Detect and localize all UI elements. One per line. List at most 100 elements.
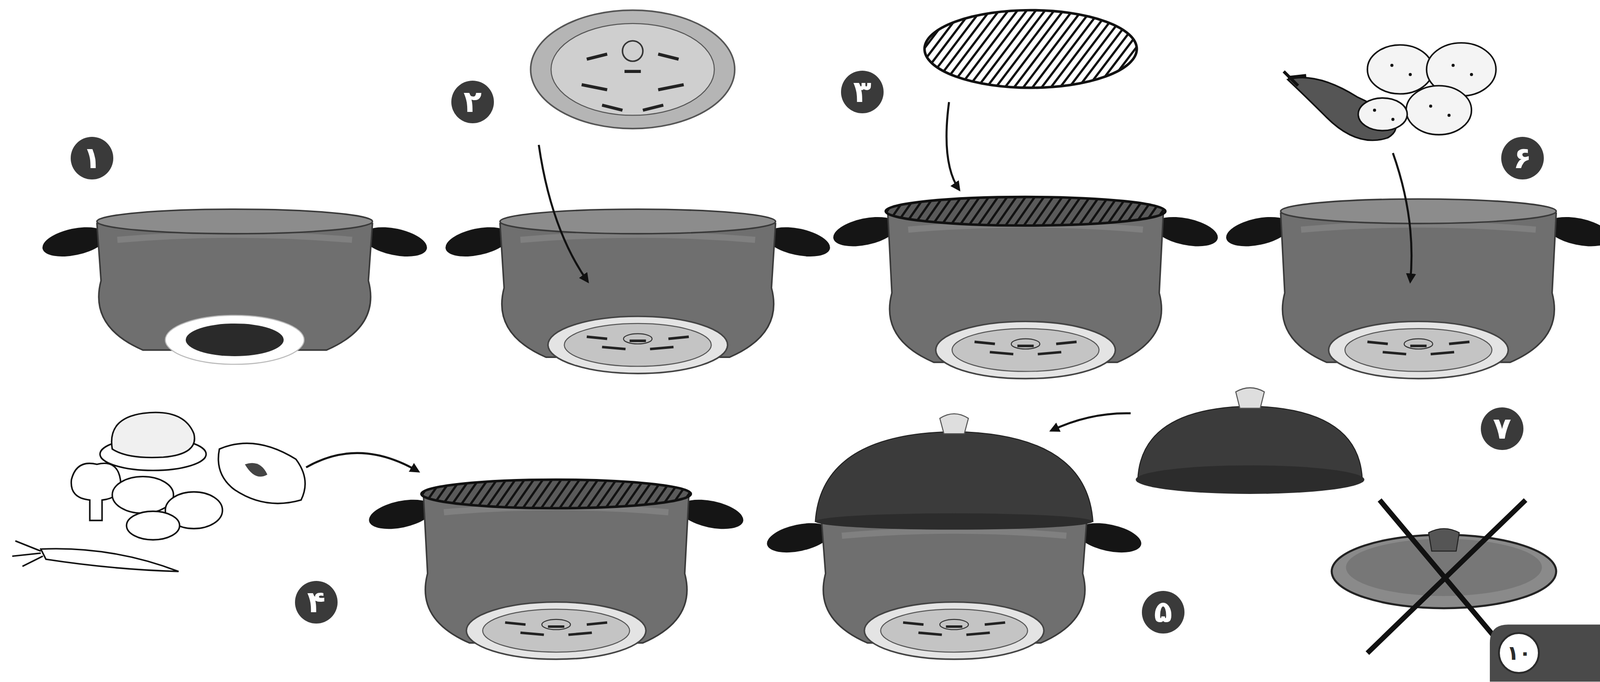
diffuser-slot xyxy=(547,625,565,629)
cross-line xyxy=(1379,499,1509,653)
diffuser-slot xyxy=(642,105,664,111)
diffuser-slot xyxy=(974,341,996,344)
grill-bar xyxy=(1186,8,1249,90)
diffuser-center xyxy=(1011,338,1040,350)
diffuser-slot xyxy=(1037,352,1062,355)
diffuser-slot xyxy=(581,84,608,90)
grill-illustration xyxy=(846,8,1267,90)
dome-knob xyxy=(1235,387,1265,409)
potato-eye xyxy=(1469,72,1474,77)
diffuser-slot xyxy=(602,347,626,350)
diffuser-slot xyxy=(918,632,943,635)
diffuser-slot xyxy=(1449,341,1470,344)
grill-bar xyxy=(1003,8,1066,90)
grill-bar xyxy=(1058,8,1121,90)
dome-rim xyxy=(815,513,1093,530)
pot xyxy=(366,477,746,660)
potato-eye xyxy=(1447,113,1451,117)
callout-number: ۱ xyxy=(70,136,114,180)
potato-eye xyxy=(1429,104,1433,108)
chicken xyxy=(111,412,195,458)
grill-bar xyxy=(1039,8,1103,90)
diffuser-slot xyxy=(984,622,1006,625)
step-arrow xyxy=(538,145,588,282)
grill-bar xyxy=(1122,8,1185,90)
diffuser-center xyxy=(939,619,969,630)
potato xyxy=(1358,97,1407,131)
diffuser-inner xyxy=(952,328,1099,372)
diffuser-plate xyxy=(466,602,646,660)
diffuser-slot xyxy=(520,632,545,635)
diffuser-center xyxy=(541,619,571,630)
potato xyxy=(112,476,174,514)
diffuser-slot xyxy=(586,622,608,625)
callout-number-text: ۷ xyxy=(1493,413,1512,444)
grill-bar xyxy=(966,8,1029,90)
diffuser-hub xyxy=(622,40,643,62)
diffuser-plate xyxy=(935,321,1116,379)
diffuser-plate xyxy=(864,602,1044,660)
pot-rim xyxy=(499,209,776,234)
grill-bar xyxy=(1012,8,1075,90)
callout-number: ۴ xyxy=(294,580,338,624)
pot xyxy=(830,194,1221,379)
glass-lid-knob xyxy=(1428,528,1460,552)
food xyxy=(12,412,305,572)
steak xyxy=(218,443,305,504)
diffuser-slot xyxy=(505,622,526,625)
pot-body xyxy=(887,207,1164,363)
grill-bar xyxy=(1205,8,1268,90)
callout-number-text: ۲ xyxy=(463,87,482,117)
grill-bar xyxy=(705,477,728,511)
pot-shade xyxy=(841,530,1067,536)
grill-bar xyxy=(857,194,880,228)
callout-number: ۶ xyxy=(1501,136,1544,180)
potato-eye xyxy=(1390,63,1394,68)
grill-bars xyxy=(392,477,738,511)
callout-number-text: ۵ xyxy=(1154,597,1173,628)
grill-bar xyxy=(1150,8,1213,90)
potato xyxy=(1406,85,1472,135)
diffuser-slot xyxy=(629,339,646,343)
eggplant-stem xyxy=(1283,71,1307,87)
grill-bar xyxy=(920,8,983,90)
grill-bar xyxy=(902,8,965,90)
grill-bar xyxy=(1178,194,1202,228)
grill-ground xyxy=(421,479,692,508)
diffuser-plate xyxy=(530,10,735,129)
pot-shade xyxy=(1300,224,1536,230)
grill-bar xyxy=(1150,194,1174,228)
diffuser-slot xyxy=(586,336,608,339)
diffuser-plate xyxy=(547,316,728,374)
grill-bar xyxy=(1104,8,1167,90)
dome-lid xyxy=(815,431,1093,522)
callout-number-text: ۶ xyxy=(1513,143,1532,174)
potato-eye xyxy=(1391,117,1395,121)
grill-bar xyxy=(1076,8,1139,90)
step-arrow xyxy=(1392,153,1412,282)
grill-bar xyxy=(874,8,937,90)
grill-bar xyxy=(957,8,1020,90)
callout-number-text: ۳ xyxy=(853,77,872,107)
grill-rim xyxy=(421,479,692,508)
diffuser-slot xyxy=(624,69,641,73)
grill-bar xyxy=(1177,8,1240,90)
grill-bar xyxy=(392,477,416,511)
dome-lid-illustration xyxy=(1135,387,1364,494)
dome-rim xyxy=(1135,465,1364,494)
diffuser-slot xyxy=(1382,352,1407,355)
step-arrow xyxy=(946,101,960,190)
diffuser-center xyxy=(1404,338,1433,350)
diffuser-illustration xyxy=(530,10,735,129)
grill-bar xyxy=(975,8,1038,90)
potato xyxy=(1367,44,1433,94)
carrot-leaves xyxy=(12,541,44,567)
diffuser-slot xyxy=(568,632,592,635)
potato-eye xyxy=(1408,72,1412,77)
grill-bar xyxy=(714,477,737,511)
diffuser-slot xyxy=(946,625,963,629)
grill-bar xyxy=(984,8,1047,90)
diffuser-slot xyxy=(989,352,1014,355)
grill-bar xyxy=(1160,194,1184,228)
